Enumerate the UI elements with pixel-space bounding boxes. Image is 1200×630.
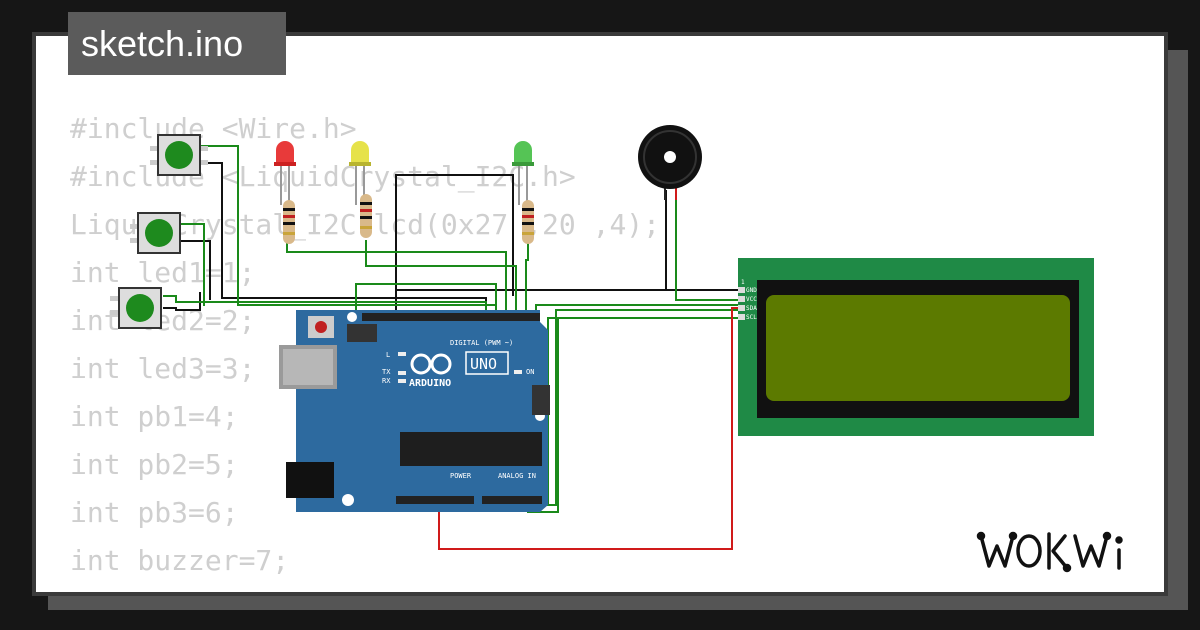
wire-scl <box>538 317 742 506</box>
lcd-pins <box>738 287 745 320</box>
wire-pb1 <box>200 162 487 310</box>
resistor-1 <box>283 200 295 244</box>
digital-label: DIGITAL (PWM ~) <box>450 339 513 347</box>
buzzer[interactable] <box>638 125 702 200</box>
arduino-logo-icon <box>410 353 452 375</box>
on-label: ON <box>526 368 534 376</box>
pushbutton-2[interactable] <box>130 212 181 254</box>
wires <box>163 145 742 550</box>
code-line: int pb3=6; <box>70 496 239 529</box>
wire-led3-g <box>525 240 529 310</box>
lcd-pin-gnd: GND <box>746 287 757 294</box>
wire-black <box>395 174 514 310</box>
wire-5v <box>438 307 742 550</box>
arduino-uno[interactable]: ARDUINO UNO DIGITAL (PWM ~) POWER ANALOG… <box>279 310 550 512</box>
wire-led2-g <box>365 240 517 310</box>
wire-pb3-b <box>163 292 201 311</box>
wire-buzzer-g <box>675 190 742 301</box>
code-line: int buzzer=7; <box>70 544 290 577</box>
power-jack <box>286 462 334 498</box>
code-line: int led1=1; <box>70 256 256 289</box>
wire-pb2-gnd <box>180 240 211 300</box>
lcd-pin-sda: SDA <box>746 305 757 312</box>
led-red[interactable] <box>274 141 296 205</box>
pushbutton-1[interactable] <box>150 134 208 176</box>
wire-lcd-vcc <box>535 304 742 310</box>
atmega-chip <box>400 432 542 466</box>
wire-sda <box>548 309 742 506</box>
wire-pb1-g <box>200 145 497 310</box>
digital-header <box>362 313 540 321</box>
lcd-screen <box>766 295 1070 401</box>
resistor-3 <box>522 200 534 244</box>
l-label: L <box>386 351 390 359</box>
tx-label: TX <box>382 368 391 376</box>
wire-pb3-g <box>163 295 487 310</box>
wire-pb2-g <box>180 223 205 306</box>
code-line: int led3=3; <box>70 352 256 385</box>
wire-loop-g <box>355 283 497 310</box>
board-brand: ARDUINO <box>409 378 451 389</box>
lcd-pin1-label: 1 <box>741 279 745 286</box>
resistor-2 <box>360 194 372 238</box>
lcd-display[interactable]: 1 GND VCC SDA SCL <box>738 258 1094 436</box>
code-line: int pb2=5; <box>70 448 239 481</box>
analog-label: ANALOG IN <box>498 472 536 480</box>
rx-label: RX <box>382 377 391 385</box>
pushbutton-3[interactable] <box>110 287 162 329</box>
lcd-pin-scl: SCL <box>746 314 757 321</box>
code-line: int pb1=4; <box>70 400 239 433</box>
wire-led1-g <box>286 240 507 310</box>
wokwi-logo <box>976 531 1123 573</box>
power-label: POWER <box>450 472 472 480</box>
led-green[interactable] <box>512 141 534 205</box>
filename-tab[interactable]: sketch.ino <box>68 12 286 75</box>
lcd-pin-vcc: VCC <box>746 296 757 303</box>
board-model: UNO <box>470 355 497 373</box>
